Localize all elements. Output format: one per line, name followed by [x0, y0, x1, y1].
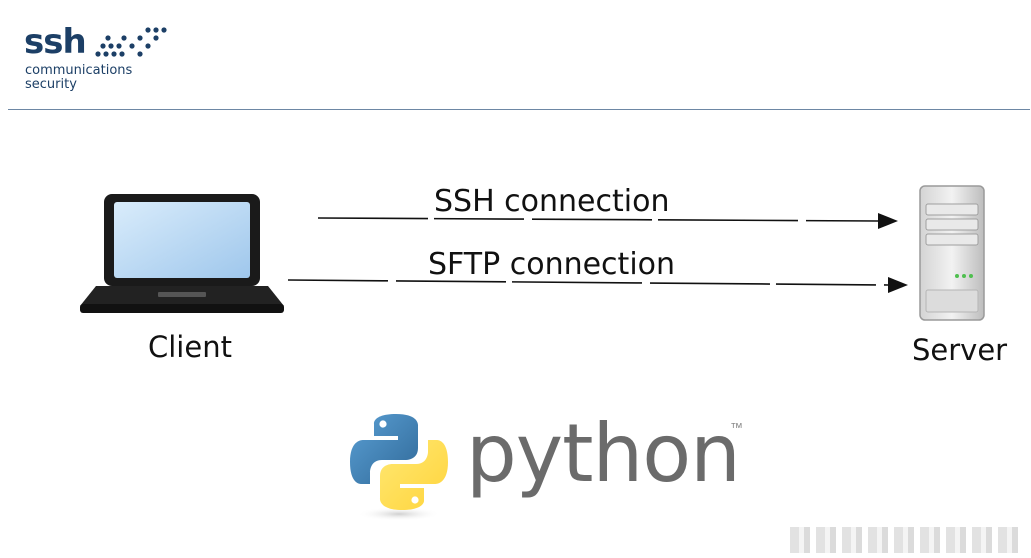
ssh-connection-label: SSH connection [434, 184, 670, 219]
laptop-icon [80, 194, 284, 313]
python-logo-icon [350, 414, 448, 521]
server-icon [919, 185, 985, 321]
python-wordmark: python [466, 407, 741, 500]
client-label: Client [148, 330, 232, 364]
ssh-logo: ssh communications security [24, 22, 174, 98]
watermark [790, 527, 1020, 553]
header-divider [8, 109, 1030, 110]
server-label: Server [912, 333, 1008, 367]
sftp-connection-label: SFTP connection [428, 247, 676, 282]
logo-subtitle: communications security [25, 64, 132, 92]
sftp-connection-arrow [287, 277, 908, 293]
logo-brand-text: ssh [24, 22, 87, 62]
logo-dots-icon [95, 27, 167, 57]
logo-line-1: communications [25, 63, 133, 78]
ssh-connection-arrow [317, 213, 898, 229]
logo-line-2: security [25, 77, 77, 92]
trademark-symbol: ™ [730, 420, 743, 435]
